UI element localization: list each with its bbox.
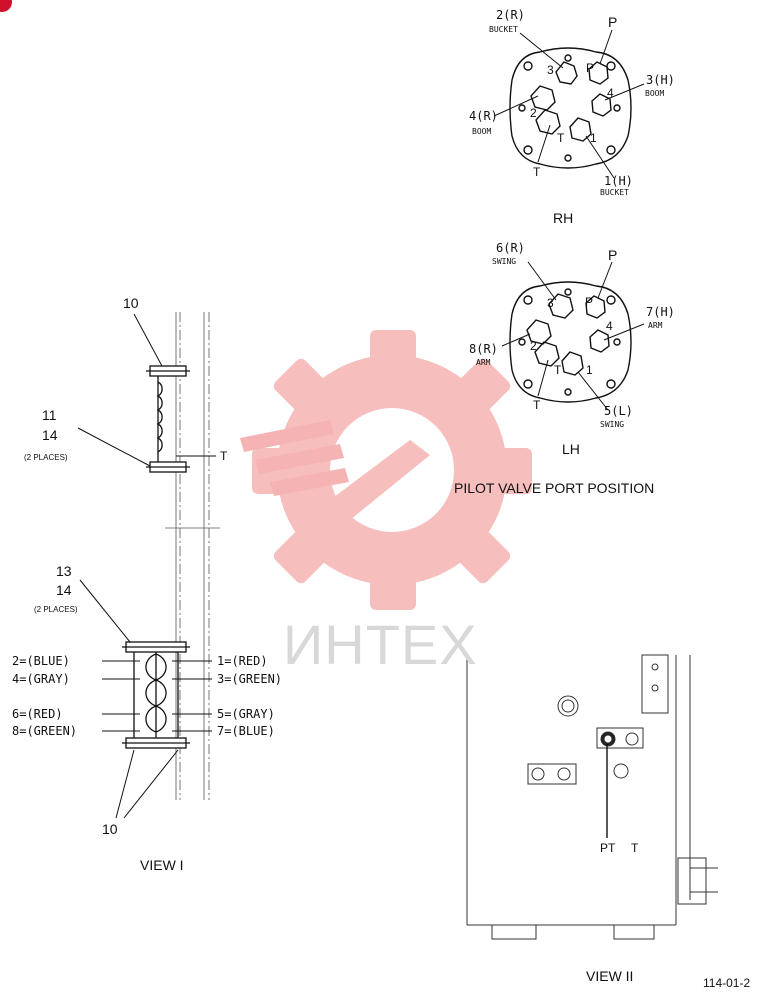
lh-inner-3: 3 <box>547 296 554 310</box>
rh-port-1h-sub: BUCKET <box>600 188 629 197</box>
watermark-stripes <box>240 420 349 496</box>
lh-inner-1: 1 <box>586 363 593 377</box>
view1-ref-13: 13 <box>56 563 72 579</box>
lh-port-p-label: P <box>608 247 618 263</box>
view1-ref-10-bottom: 10 <box>102 821 118 837</box>
view1-right-label-3: 5=(GRAY) <box>217 707 275 721</box>
lh-inner-4: 4 <box>606 319 613 333</box>
rh-inner-2: 2 <box>530 106 537 120</box>
rh-inner-t: T <box>557 131 565 145</box>
view1-frame-rails <box>165 312 220 800</box>
view1-lower-leaders <box>79 579 212 819</box>
view1-left-label-4: 8=(GREEN) <box>12 724 78 738</box>
view2-tank-outline <box>466 654 718 940</box>
rh-port-1h-label: 1(H) <box>604 174 633 188</box>
view2-caption: VIEW II <box>586 968 634 984</box>
view1-right-label-1: 1=(RED) <box>217 654 268 668</box>
rh-valve-body <box>509 47 632 169</box>
rh-port-2r-label: 2(R) <box>496 8 525 22</box>
rh-leader-lines <box>493 29 645 179</box>
view1-caption: VIEW I <box>140 857 184 873</box>
rh-port-4r-label: 4(R) <box>469 109 498 123</box>
lh-port-7h-sub: ARM <box>648 321 663 330</box>
rh-port-2r-sub: BUCKET <box>489 25 518 34</box>
view1-ref-14-lower: 14 <box>56 582 72 598</box>
lh-inner-2: 2 <box>530 339 537 353</box>
view1-left-label-2: 4=(GRAY) <box>12 672 70 686</box>
rh-inner-4: 4 <box>607 86 614 100</box>
view1-ref-11: 11 <box>42 407 57 423</box>
rh-port-3h-label: 3(H) <box>646 73 675 87</box>
view1-ref-14-upper: 14 <box>42 427 58 443</box>
lh-port-5l-sub: SWING <box>600 420 625 429</box>
view1-upper-leaders <box>77 313 216 467</box>
lh-title: LH <box>562 441 580 457</box>
view1-right-label-2: 3=(GREEN) <box>217 672 283 686</box>
document-number: 114-01-2 <box>703 976 751 990</box>
lh-port-6r-sub: SWING <box>492 257 517 266</box>
view1-lower-places: (2 PLACES) <box>34 605 78 614</box>
view2-t-label: T <box>631 841 639 855</box>
rh-inner-1: 1 <box>590 131 597 145</box>
rh-port-p-label: P <box>608 14 618 30</box>
lh-inner-p: P <box>585 295 594 309</box>
lh-valve-body <box>509 281 632 403</box>
lh-inner-t: T <box>554 363 562 377</box>
view1-upper-clamp <box>146 365 190 473</box>
lh-port-5l-label: 5(L) <box>604 404 633 418</box>
rh-port-3h-sub: BOOM <box>645 89 665 98</box>
rh-title: RH <box>553 210 574 226</box>
view1-left-label-1: 2=(BLUE) <box>12 654 70 668</box>
pilot-valve-caption: PILOT VALVE PORT POSITION <box>454 480 655 496</box>
lh-port-t-label: T <box>533 398 541 412</box>
rh-inner-p: P <box>586 61 595 75</box>
corner-marker <box>0 0 12 12</box>
watermark-gear-logo <box>252 330 532 610</box>
rh-inner-3: 3 <box>547 63 554 77</box>
view1-lower-clamp <box>122 641 190 749</box>
rh-port-t-label: T <box>533 165 541 179</box>
lh-port-8r-label: 8(R) <box>469 342 498 356</box>
view2-pt-label: PT <box>600 841 616 855</box>
view1-ref-10-top: 10 <box>123 295 139 311</box>
lh-port-7h-label: 7(H) <box>646 305 675 319</box>
rh-port-4r-sub: BOOM <box>472 127 492 136</box>
watermark-logo-text: ИНТЕХ <box>283 613 478 676</box>
lh-port-6r-label: 6(R) <box>496 241 525 255</box>
view1-left-label-3: 6=(RED) <box>12 707 63 721</box>
lh-leader-lines <box>501 261 645 411</box>
view1-right-label-4: 7=(BLUE) <box>217 724 275 738</box>
view1-upper-places: (2 PLACES) <box>24 453 68 462</box>
view1-t-label: T <box>220 449 228 463</box>
lh-port-8r-sub: ARM <box>476 358 491 367</box>
